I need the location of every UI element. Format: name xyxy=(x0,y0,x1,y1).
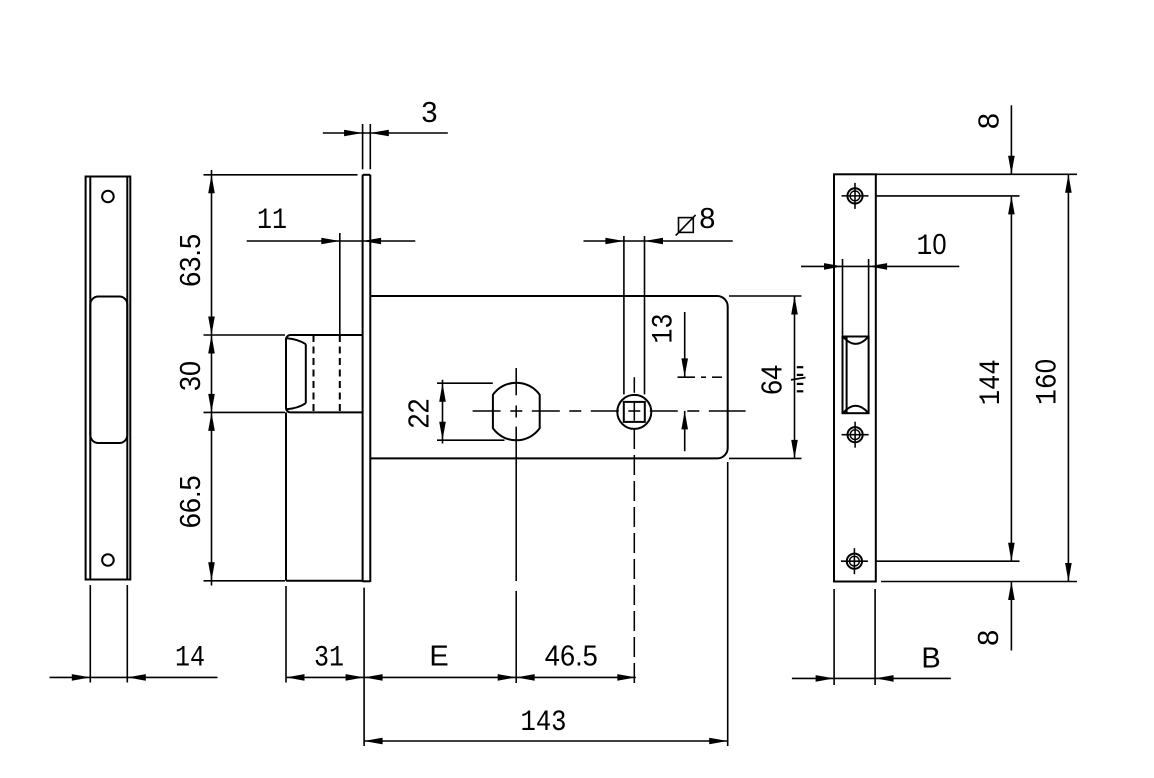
svg-text:66.5: 66.5 xyxy=(175,475,207,528)
svg-text:E: E xyxy=(429,641,448,673)
svg-text:64: 64 xyxy=(756,365,788,395)
svg-text:11: 11 xyxy=(257,204,287,238)
svg-text:160: 160 xyxy=(1031,359,1066,405)
svg-text:144: 144 xyxy=(975,359,1009,405)
svg-text:3: 3 xyxy=(421,97,437,129)
svg-text:8: 8 xyxy=(974,113,1006,129)
svg-text:22: 22 xyxy=(404,399,436,429)
svg-text:143: 143 xyxy=(521,706,567,740)
svg-text:30: 30 xyxy=(175,361,207,391)
svg-text:B: B xyxy=(921,642,940,674)
svg-text:8: 8 xyxy=(973,630,1005,646)
svg-text:46.5: 46.5 xyxy=(545,641,598,673)
svg-text:10: 10 xyxy=(917,229,947,264)
svg-text:13: 13 xyxy=(648,314,682,344)
svg-text:31: 31 xyxy=(314,642,344,676)
svg-text:8: 8 xyxy=(699,203,715,235)
svg-text:14: 14 xyxy=(175,642,205,676)
svg-text:63.5: 63.5 xyxy=(175,234,207,287)
